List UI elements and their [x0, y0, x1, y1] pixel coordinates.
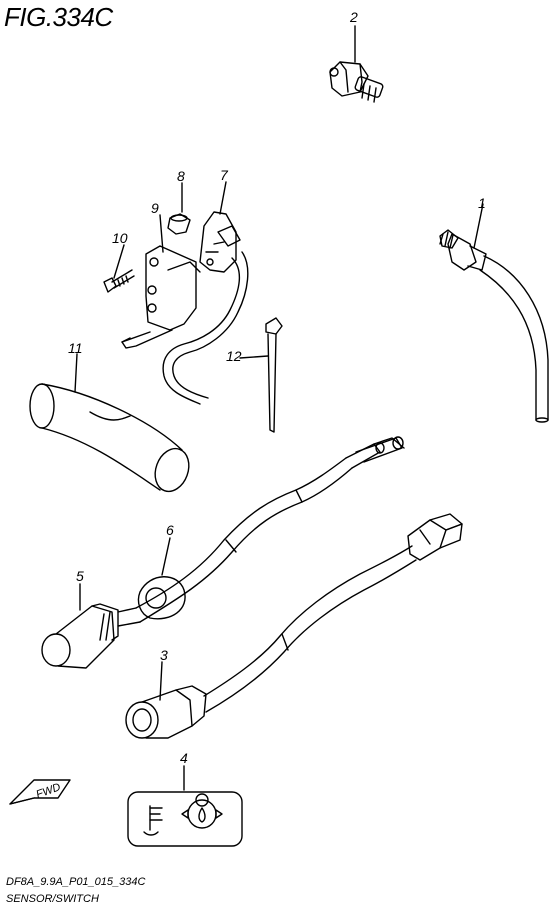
figure-title: FIG.334C	[4, 2, 113, 32]
callout-9: 9	[151, 200, 159, 216]
callout-12: 12	[226, 348, 242, 364]
part-4-label	[127, 765, 243, 847]
figure-name: SENSOR/SWITCH	[6, 893, 99, 905]
part-11-sleeve	[29, 353, 190, 493]
callout-11: 11	[68, 340, 83, 356]
callout-10: 10	[112, 230, 128, 246]
part-6-grommet	[137, 537, 186, 620]
figure-code: DF8A_9.9A_P01_015_334C	[6, 876, 146, 888]
harness-3	[203, 513, 463, 713]
fwd-arrow-marker	[9, 779, 71, 805]
callout-3: 3	[160, 647, 168, 663]
callout-2: 2	[349, 9, 358, 25]
harness-5-6	[135, 436, 405, 623]
part-7-switch-with-lead	[162, 181, 249, 405]
callout-7: 7	[220, 167, 229, 183]
part-12-cable-tie	[239, 317, 283, 433]
part-3-switch	[125, 661, 207, 739]
callout-5: 5	[76, 568, 84, 584]
callout-4: 4	[180, 750, 188, 766]
part-10-screw	[103, 244, 135, 293]
part-2-switch	[329, 25, 384, 103]
callout-1: 1	[478, 195, 486, 211]
part-8-sleeve	[167, 182, 191, 235]
part-5-switch	[41, 583, 141, 669]
callout-8: 8	[177, 168, 185, 184]
part-1-sensor	[439, 203, 549, 423]
part-9-bracket	[121, 214, 201, 349]
callout-6: 6	[166, 522, 174, 538]
